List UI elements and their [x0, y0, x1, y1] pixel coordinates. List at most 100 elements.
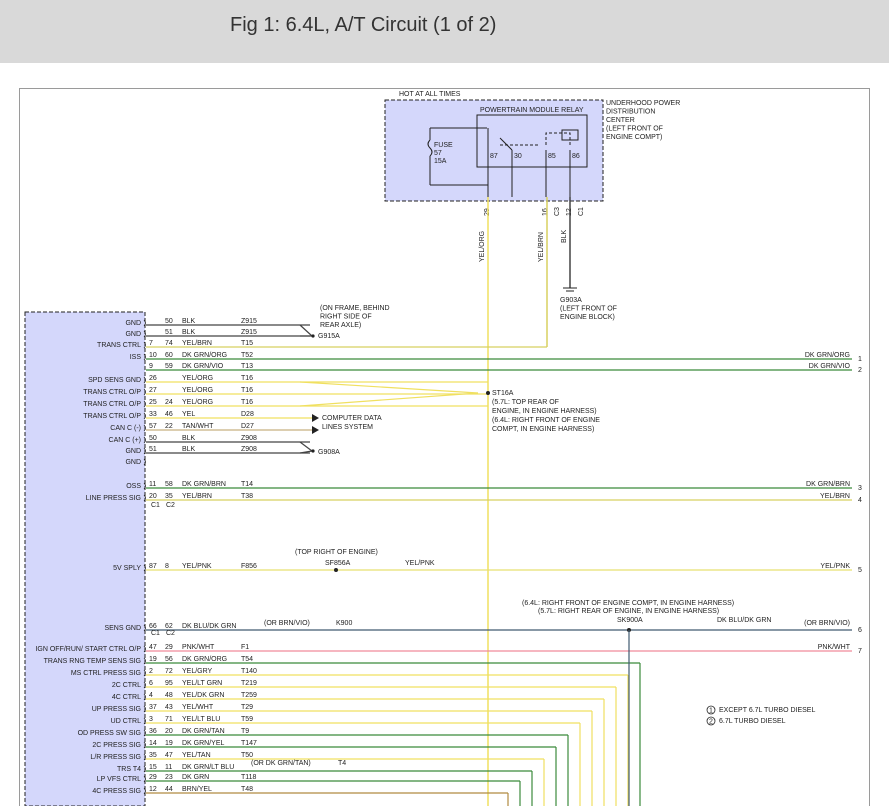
pin-number-c2: 51 [165, 329, 173, 336]
connector-pin-mark [143, 353, 146, 361]
circuit-number: T16 [241, 399, 253, 406]
wire-color-label: YEL [182, 411, 195, 418]
pin-number-c2: 35 [165, 493, 173, 500]
circuit-number: T38 [241, 493, 253, 500]
pcm-pin-label: UP PRESS SIG [92, 706, 141, 713]
wire-label-yel-pnk: YEL/PNK [405, 560, 435, 567]
continuation-number: 1 [858, 356, 862, 363]
connector-pin-mark [143, 436, 146, 444]
pdc-location-label: DISTRIBUTION [606, 109, 655, 116]
circuit-number: T15 [241, 340, 253, 347]
relay-coil [561, 129, 579, 141]
pin-number-c2: 23 [165, 774, 173, 781]
splice-sf856a-dot [334, 568, 338, 572]
splice-st16a-label: ST16A [492, 390, 514, 397]
splice-st16a-dot [486, 391, 490, 395]
wire-color-label: BRN/YEL [182, 786, 212, 793]
connector-pin-mark [143, 765, 146, 773]
pcm-pin-label: SPD SENS GND [88, 377, 141, 384]
fuse-label: FUSE [434, 142, 453, 149]
wire-color-label: YEL/ORG [182, 399, 213, 406]
splice-sf856a-note: (TOP RIGHT OF ENGINE) [295, 549, 378, 556]
wire-label-yel-org: YEL/ORG [479, 231, 486, 262]
pdc-location-label: CENTER [606, 117, 635, 124]
wire-color-label: DK GRN/BRN [182, 481, 226, 488]
pin-number-c2: 56 [165, 656, 173, 663]
wire-yel-org-join [299, 392, 479, 407]
relay-cavity-number: 16 [542, 208, 549, 216]
can-arrow [312, 414, 319, 422]
pin-number-c1: 14 [149, 740, 157, 747]
legend-number: 2 [709, 719, 713, 726]
pcm-pin-label: LINE PRESS SIG [86, 495, 141, 502]
wire-color-right: DK GRN/VIO [809, 363, 851, 370]
continuation-number: 5 [858, 567, 862, 574]
pin-number-c2: 72 [165, 668, 173, 675]
wire-alt-label: (OR BRN/VIO) [264, 620, 310, 627]
hot-at-all-times-label: HOT AT ALL TIMES [399, 91, 461, 98]
splice-st16a-label: (5.7L: TOP REAR OF [492, 399, 559, 406]
wire-color-right: YEL/PNK [820, 563, 850, 570]
wire-color-right: YEL/BRN [820, 493, 850, 500]
pin-number-c1: 51 [149, 446, 157, 453]
ground-join [299, 441, 313, 452]
ground-g915a-dot [311, 334, 315, 338]
wire-color-right: PNK/WHT [818, 644, 851, 651]
pin-number-c2: 43 [165, 704, 173, 711]
circuit-number: T50 [241, 752, 253, 759]
connector-pin-mark [143, 319, 146, 327]
pdc-location-label: UNDERHOOD POWER [606, 100, 680, 107]
ground-join [299, 450, 313, 454]
pin-number-c1: 9 [149, 363, 153, 370]
wire-color-label: BLK [182, 318, 196, 325]
connector-c2-label: C2 [166, 502, 175, 509]
connector-pin-mark [143, 729, 146, 737]
pcm-pin-label: GND [125, 320, 141, 327]
connector-pin-mark [143, 412, 146, 420]
wire-color-label: YEL/ORG [182, 375, 213, 382]
wire-color-label: YEL/LT BLU [182, 716, 220, 723]
pcm-pin-label: TRANS CTRL O/P [83, 389, 141, 396]
pcm-pin-label: GND [125, 459, 141, 466]
pcm-pin-label: IGN OFF/RUN/ START CTRL O/P [35, 646, 141, 653]
pcm-pin-label: OD PRESS SW SIG [78, 730, 141, 737]
pcm-pin-label: TRANS CTRL O/P [83, 401, 141, 408]
pin-number-c1: 25 [149, 399, 157, 406]
pin-number-c1: 33 [149, 411, 157, 418]
pin-number-c1: 12 [149, 786, 157, 793]
connector-pin-mark [143, 447, 146, 455]
pin-number-c1: 19 [149, 656, 157, 663]
pin-number-c1: 36 [149, 728, 157, 735]
connector-c1-label: C1 [151, 502, 160, 509]
pin-number-c1: 3 [149, 716, 153, 723]
connector-c2-label: C2 [166, 630, 175, 637]
pdc-box [384, 99, 604, 202]
wire-color-right: DK GRN/ORG [805, 352, 850, 359]
circuit-number: T140 [241, 668, 257, 675]
wire-color-label: DK BLU/DK GRN [182, 623, 236, 630]
pcm-pin-label: LP VFS CTRL [97, 776, 141, 783]
pin-number-c1: 57 [149, 423, 157, 430]
connector-c1-label: C1 [151, 630, 160, 637]
pin-number-c1: 37 [149, 704, 157, 711]
connector-pin-mark [143, 494, 146, 502]
ground-g903a-label: ENGINE BLOCK) [560, 314, 615, 321]
can-label: COMPUTER DATA [322, 415, 382, 422]
splice-st16a-label: (6.4L: RIGHT FRONT OF ENGINE [492, 417, 600, 424]
pcm-pin-label: OSS [126, 483, 141, 490]
ground-g915a-note: (ON FRAME, BEHIND [320, 305, 390, 312]
circuit-number: Z915 [241, 329, 257, 336]
pin-number-c2: 62 [165, 623, 173, 630]
pin-number-c1: 20 [149, 493, 157, 500]
connector-pin-mark [143, 669, 146, 677]
circuit-number: T54 [241, 656, 253, 663]
can-arrow [312, 426, 319, 434]
pcm-pin-label: TRS T4 [117, 766, 141, 773]
wire-color-label: YEL/GRY [182, 668, 213, 675]
continuation-number: 4 [858, 497, 862, 504]
circuit-number: T147 [241, 740, 257, 747]
pcm-pin-label: ISS [130, 354, 142, 361]
ground-g915a-note: RIGHT SIDE OF [320, 314, 372, 321]
circuit-number: Z908 [241, 446, 257, 453]
wire-color-label: YEL/ORG [182, 387, 213, 394]
